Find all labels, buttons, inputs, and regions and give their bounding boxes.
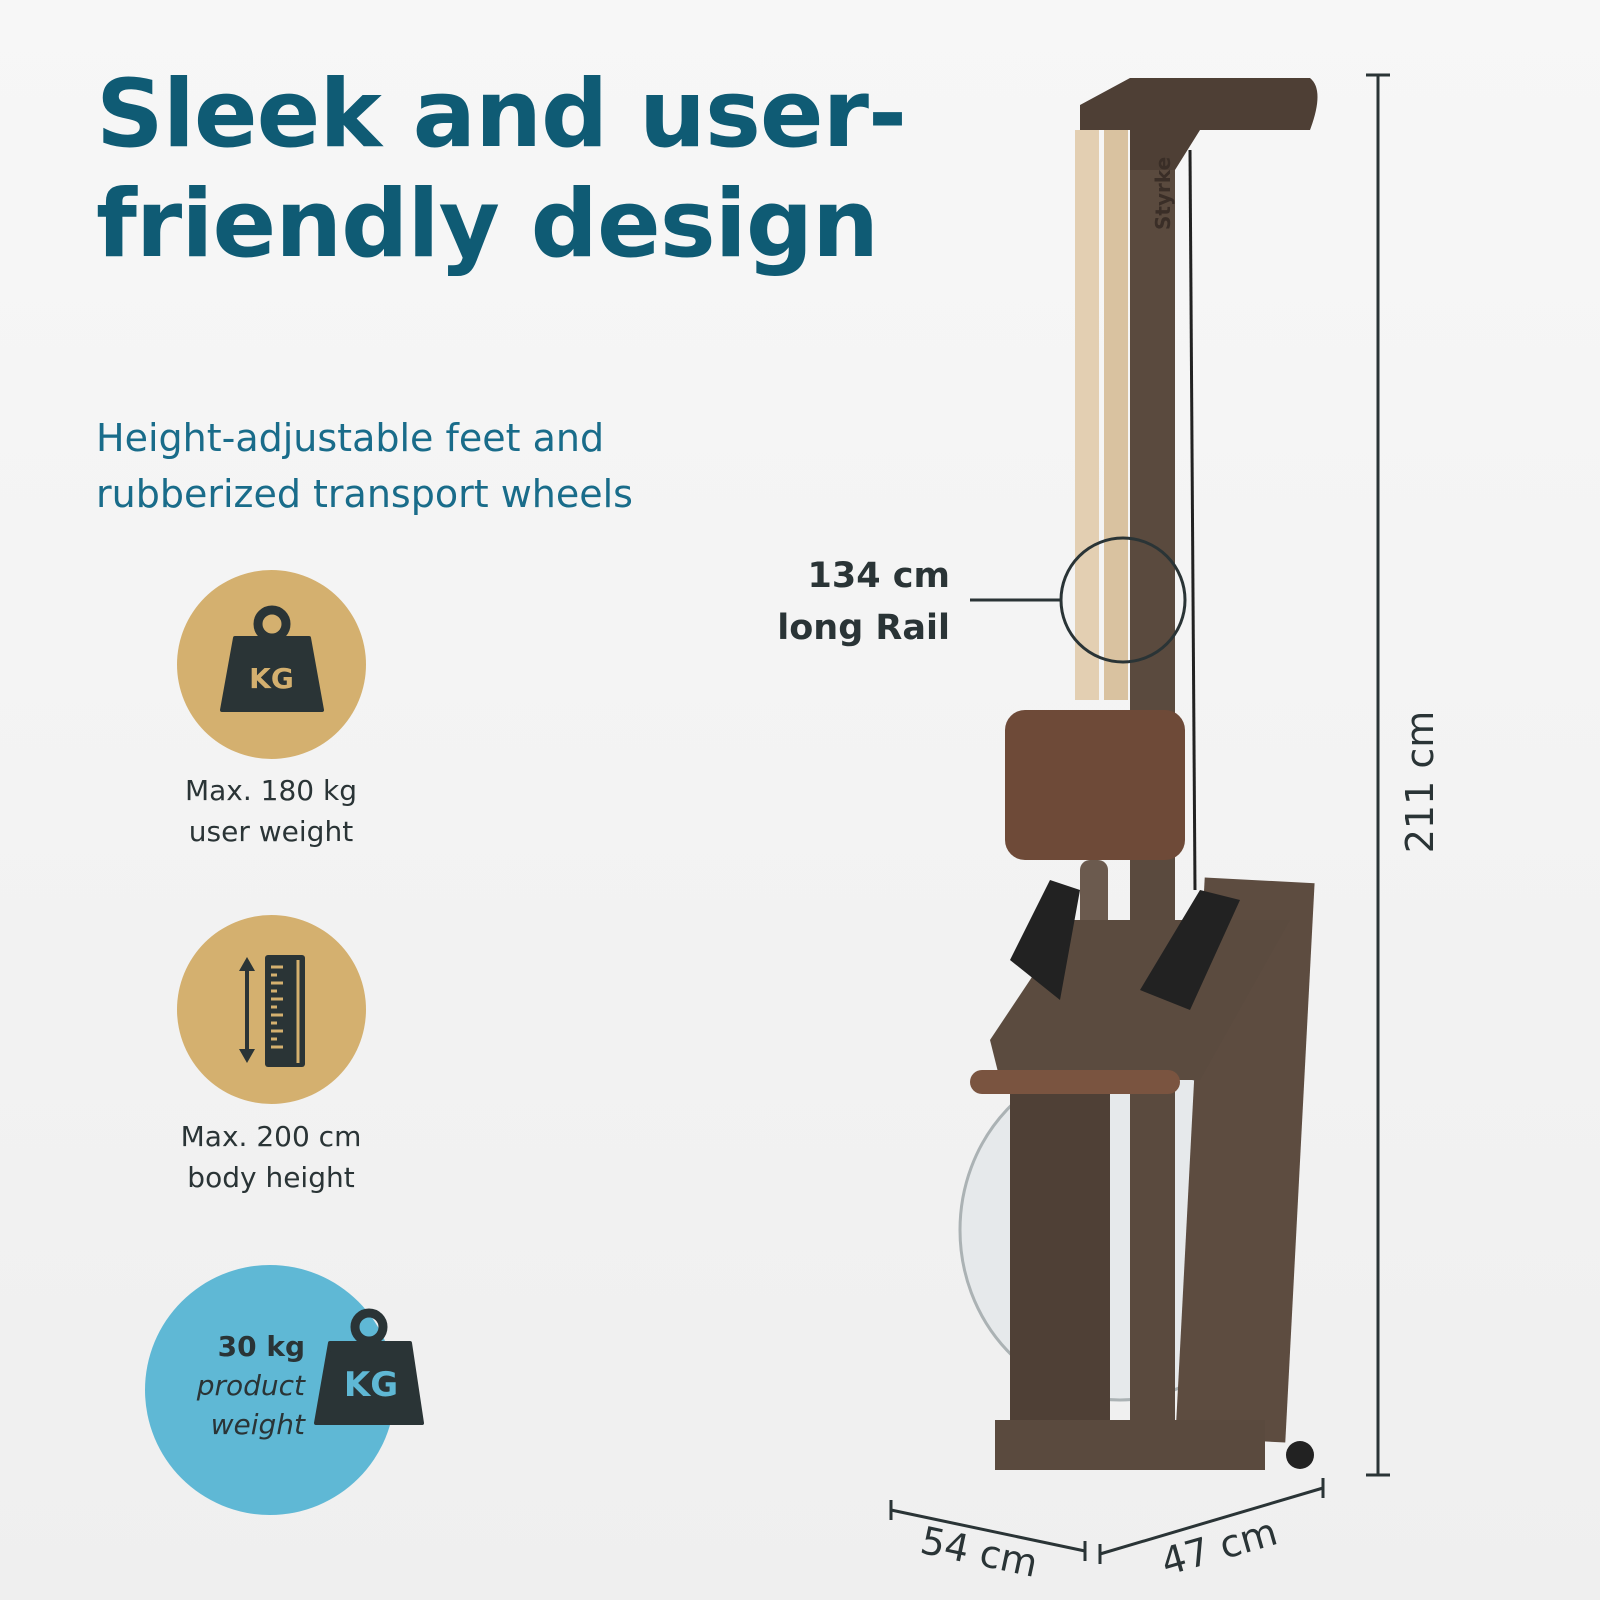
feature-line: user weight xyxy=(188,815,354,848)
weight-kg-icon xyxy=(220,605,324,712)
user-weight-badge: KG xyxy=(177,570,366,759)
rail-length-value: 134 cm xyxy=(807,556,950,596)
feature-line: 30 kg xyxy=(217,1330,305,1363)
feature-line: Max. 180 kg xyxy=(184,774,358,807)
body-height-badge xyxy=(177,915,366,1104)
rail-length-callout: 134 cm long Rail xyxy=(740,550,950,654)
brand-mark: Styrke xyxy=(1151,157,1175,230)
headline-line-1: Sleek and user- xyxy=(96,60,907,169)
kg-label: KG xyxy=(343,1365,399,1405)
kg-label: KG xyxy=(249,662,294,695)
user-weight-text: Max. 180 kg user weight xyxy=(141,770,401,852)
product-weight-text: 30 kg product weight xyxy=(160,1327,305,1444)
weight-kg-icon xyxy=(314,1308,424,1425)
feature-line: weight xyxy=(210,1408,305,1441)
headline: Sleek and user- friendly design xyxy=(96,60,907,280)
headline-line-2: friendly design xyxy=(96,170,879,279)
subheadline-line-1: Height-adjustable feet and xyxy=(96,416,605,460)
rail-length-label: long Rail xyxy=(777,608,950,648)
body-height-text: Max. 200 cm body height xyxy=(141,1116,401,1198)
subheadline: Height-adjustable feet and rubberized tr… xyxy=(96,410,633,522)
feature-line: product xyxy=(196,1369,305,1402)
feature-line: body height xyxy=(187,1161,355,1194)
ruler-height-icon xyxy=(239,955,305,1067)
subheadline-line-2: rubberized transport wheels xyxy=(96,472,633,516)
height-dimension-label: 211 cm xyxy=(1398,710,1442,854)
feature-line: Max. 200 cm xyxy=(180,1120,362,1153)
